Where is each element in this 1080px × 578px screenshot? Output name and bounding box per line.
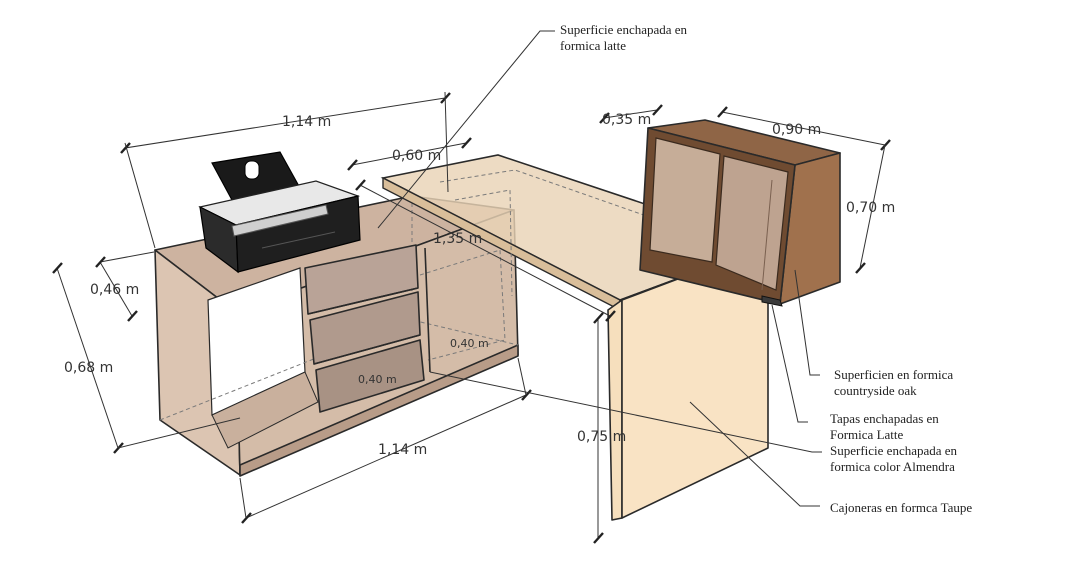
note-drawers: Cajoneras en formca Taupe — [830, 500, 972, 515]
dim-desk-width-top: 1,14 m — [282, 114, 331, 130]
cabinet-door-left[interactable] — [649, 137, 721, 263]
desk-plinth — [239, 344, 519, 477]
printer-panel — [231, 204, 329, 237]
printer-tray-handle — [244, 160, 260, 180]
annotation-labels: Superficie enchapada en formica latte Su… — [560, 22, 972, 515]
dim-desk-width-bottom: 1,14 m — [378, 442, 427, 458]
note-desk-surface-line1: Superficie enchapada en — [830, 443, 958, 458]
drawer-unit — [304, 244, 431, 413]
dim-cabinet-depth: 0,35 m — [602, 112, 651, 128]
printer — [198, 151, 361, 274]
note-desk-surface-line2: formica color Almendra — [830, 459, 955, 474]
cabinet-door-right[interactable] — [715, 155, 789, 291]
annotation-leaders — [377, 30, 822, 507]
dim-drawer-depth-2: 0,40 m — [358, 373, 397, 386]
dim-top-depth: 0,60 m — [392, 148, 441, 164]
table-leg — [607, 244, 769, 521]
cabinet-plinth — [761, 295, 783, 307]
dim-desk-height: 0,68 m — [64, 360, 113, 376]
note-covers-line2: Formica Latte — [830, 427, 904, 442]
desk-open-shelf-back — [211, 371, 319, 449]
note-cabinet-surface-line2: countryside oak — [834, 383, 917, 398]
drawer-3[interactable] — [315, 339, 425, 413]
printer-side — [235, 195, 361, 273]
dim-desk-depth: 0,46 m — [90, 282, 139, 298]
note-top-surface-line2: formica latte — [560, 38, 626, 53]
note-covers-line1: Tapas enchapadas en — [830, 411, 939, 426]
dim-drawer-depth: 0,40 m — [450, 337, 489, 350]
note-top-surface-line1: Superficie enchapada en — [560, 22, 688, 37]
dim-cabinet-width: 0,90 m — [772, 122, 821, 138]
dimension-lines — [52, 91, 891, 544]
dimension-labels: 1,14 m 0,60 m 1,35 m 0,46 m 0,68 m 0,40 … — [64, 112, 895, 458]
dim-cabinet-height: 0,70 m — [846, 200, 895, 216]
dim-table-height: 0,75 m — [577, 429, 626, 445]
side-cabinet — [639, 119, 841, 307]
dim-top-length: 1,35 m — [433, 231, 482, 247]
note-cabinet-surface-line1: Superficien en formica — [834, 367, 953, 382]
